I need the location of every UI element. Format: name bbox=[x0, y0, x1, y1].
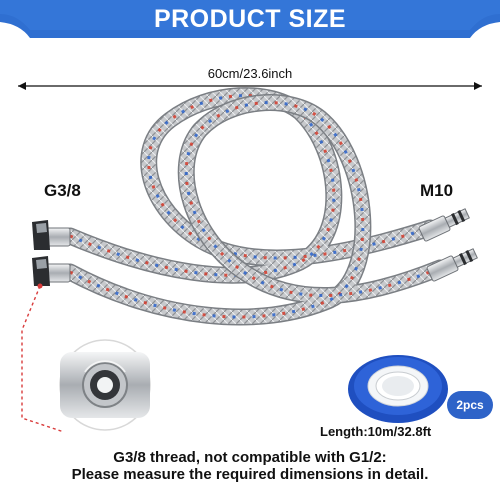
g38-connector-top bbox=[32, 220, 71, 250]
ptfe-tape-roll bbox=[348, 355, 448, 423]
compatibility-note: G3/8 thread, not compatible with G1/2: P… bbox=[0, 449, 500, 483]
leader-line bbox=[21, 285, 65, 433]
banner-shape bbox=[0, 0, 500, 38]
leader-dot bbox=[37, 283, 43, 289]
page-title: PRODUCT SIZE bbox=[153, 5, 347, 33]
m10-label: M10 bbox=[420, 181, 454, 200]
length-label: 60cm/23.6inch bbox=[207, 66, 293, 81]
note-line-2: Please measure the required dimensions i… bbox=[71, 466, 429, 483]
thread-closeup bbox=[59, 339, 151, 431]
g38-connector-bottom bbox=[32, 256, 71, 286]
tape-length-label: Length:10m/32.8ft bbox=[320, 424, 432, 439]
m10-connector-bottom bbox=[426, 248, 478, 282]
banner: PRODUCT SIZE bbox=[0, 0, 500, 40]
braided-hose-2 bbox=[61, 94, 449, 326]
g38-label: G3/8 bbox=[44, 181, 81, 200]
quantity-badge: 2pcs bbox=[447, 391, 493, 419]
m10-connector-top bbox=[418, 208, 470, 242]
note-line-1: G3/8 thread, not compatible with G1/2: bbox=[113, 449, 387, 466]
braided-hose-1 bbox=[61, 87, 439, 284]
dimension-line bbox=[18, 82, 482, 90]
